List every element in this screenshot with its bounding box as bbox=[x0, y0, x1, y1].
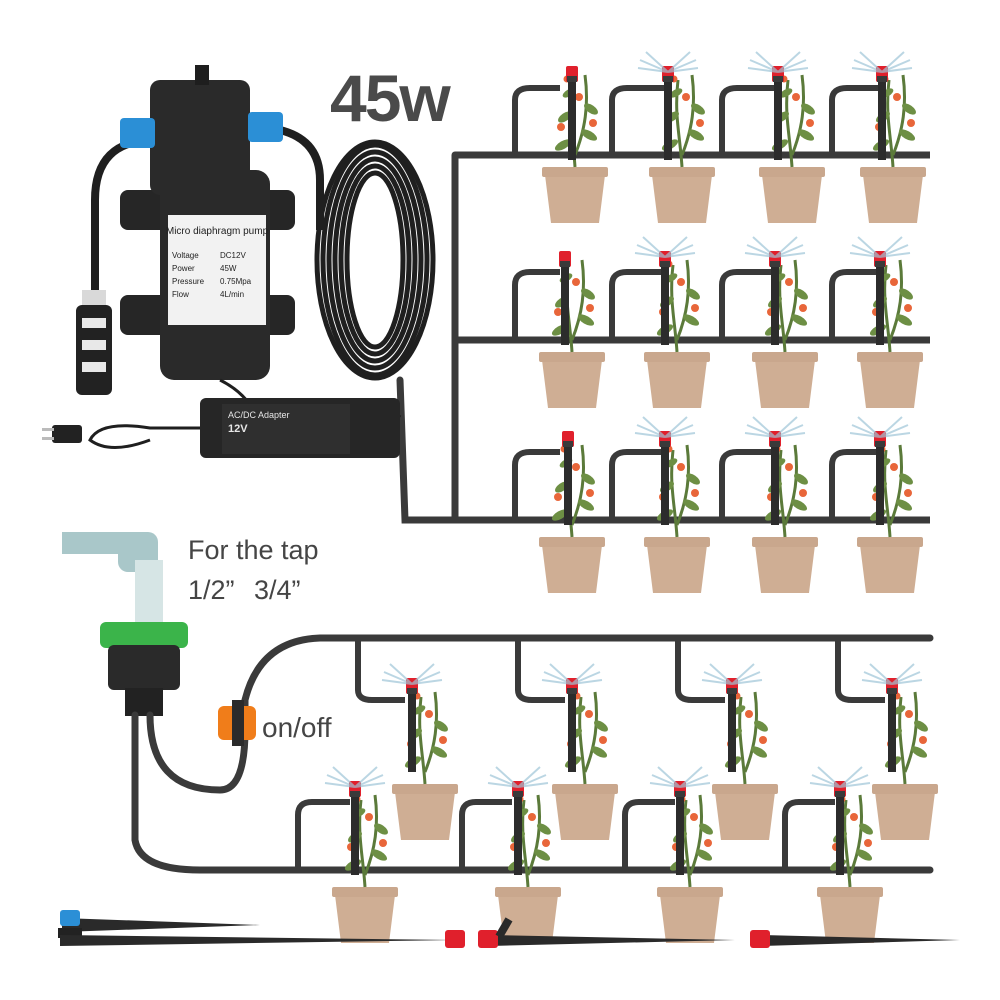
top-rows bbox=[455, 51, 930, 593]
power-adapter-icon: AC/DC Adapter 12V bbox=[88, 378, 402, 458]
pump-pressure-label: Pressure bbox=[172, 277, 205, 286]
tap-sizes-label: 1/2” 3/4” bbox=[188, 575, 301, 605]
tap-label: For the tap bbox=[188, 535, 319, 565]
pump-power-value: 45W bbox=[220, 264, 237, 273]
nozzle-icon bbox=[381, 663, 443, 772]
pump-voltage-value: DC12V bbox=[220, 251, 246, 260]
bottom-row-upper bbox=[355, 638, 938, 840]
nozzle-icon bbox=[634, 416, 696, 525]
pump-power-label: Power bbox=[172, 264, 195, 273]
nozzle-icon bbox=[541, 663, 603, 772]
nozzle-icon bbox=[861, 663, 923, 772]
valve-label: on/off bbox=[262, 712, 332, 743]
power-rating-label: 45w bbox=[330, 61, 451, 135]
plug-icon bbox=[42, 425, 82, 443]
adapter-title: AC/DC Adapter bbox=[228, 410, 290, 420]
pump-icon: Micro diaphragm pump Voltage DC12V Power… bbox=[91, 65, 324, 380]
pump-flow-label: Flow bbox=[172, 290, 189, 299]
pump-label-title: Micro diaphragm pump bbox=[166, 226, 269, 237]
pump-pressure-value: 0.75Mpa bbox=[220, 277, 252, 286]
row-3 bbox=[455, 416, 930, 593]
row-1 bbox=[455, 51, 930, 223]
adapter-voltage: 12V bbox=[228, 423, 248, 435]
bottom-row-lower bbox=[295, 766, 883, 943]
tap-connector-icon bbox=[62, 532, 188, 716]
bottom-tubes bbox=[131, 634, 934, 874]
nozzle-icon bbox=[747, 51, 809, 160]
ground-stake-icon bbox=[750, 930, 960, 948]
pump-voltage-label: Voltage bbox=[172, 251, 199, 260]
hose-coil-icon bbox=[314, 139, 436, 381]
ground-stake-icon bbox=[478, 917, 735, 948]
filter-icon bbox=[76, 290, 112, 395]
valve-icon bbox=[218, 700, 256, 746]
ground-stake-icon bbox=[60, 930, 465, 948]
nozzle-icon bbox=[634, 236, 696, 345]
nozzle-icon bbox=[701, 663, 763, 772]
ground-stake-icon bbox=[58, 910, 260, 938]
nozzle-icon bbox=[637, 51, 699, 160]
row-2 bbox=[455, 236, 930, 408]
pump-flow-value: 4L/min bbox=[220, 290, 244, 299]
